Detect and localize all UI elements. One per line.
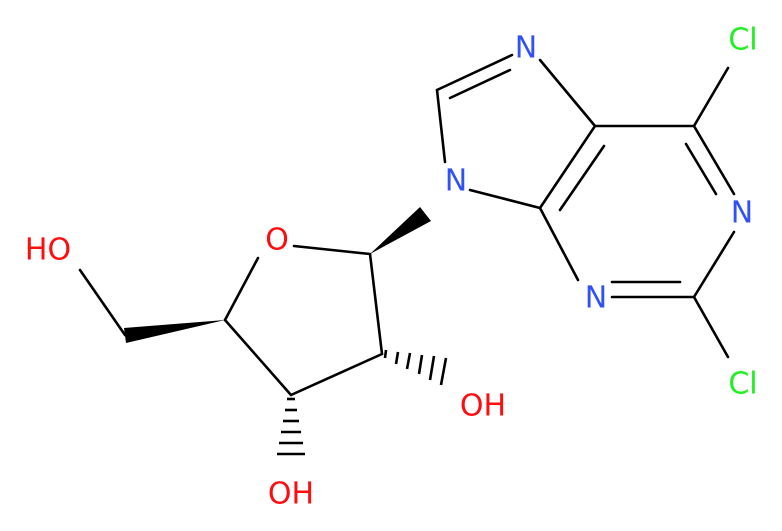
atom-cl-bottom-label: Cl: [728, 367, 757, 402]
bond-c5-c4-inner: [558, 144, 606, 212]
atom-n7-label: N: [515, 31, 537, 66]
atom-cl-top-label: Cl: [728, 23, 757, 58]
atom-3prime-hydroxyl-label: OH: [268, 477, 314, 512]
bond-c4-n9: [468, 188, 542, 210]
bond-c2-cl: [692, 295, 730, 359]
atom-5prime-hydroxyl-label: HO: [25, 233, 71, 268]
bond-c6-cl: [692, 66, 730, 128]
wedge-bond-c1-n9: [370, 207, 431, 254]
bond-n1-c2: [692, 230, 736, 299]
bond-c2-c3: [289, 352, 384, 397]
atom-n1-label: N: [731, 196, 753, 231]
bond-o-c1: [292, 244, 372, 256]
bond-n3-c4: [538, 206, 580, 282]
bond-c3-c4: [223, 318, 293, 397]
atom-n3-label: N: [585, 281, 607, 316]
bond-c5-c4: [538, 124, 597, 210]
atom-ring-oxygen-label: O: [265, 223, 289, 258]
hashed-bond-c2-oh: [383, 349, 448, 386]
hashed-bond-c3-oh: [277, 397, 305, 456]
atom-n9-label: N: [445, 164, 467, 199]
imidazole-ring-bonds: [435, 53, 597, 210]
pyrimidine-ring-bonds: [538, 66, 736, 359]
bond-c8-n7-inner: [448, 68, 512, 100]
atom-2prime-hydroxyl-label: OH: [460, 389, 506, 424]
ribose-ring-bonds: [78, 244, 384, 397]
bond-c4-o: [223, 256, 260, 322]
bond-c6-n1-inner: [684, 142, 718, 196]
bond-c1-c2: [368, 252, 384, 356]
bond-c8-n7: [435, 53, 514, 92]
bond-n7-c5: [538, 58, 597, 128]
bond-n9-c8: [435, 88, 447, 164]
bond-c6-n1: [692, 124, 736, 196]
wedge-bond-c4-c5: [124, 320, 225, 343]
bond-c5-oh: [78, 268, 127, 337]
